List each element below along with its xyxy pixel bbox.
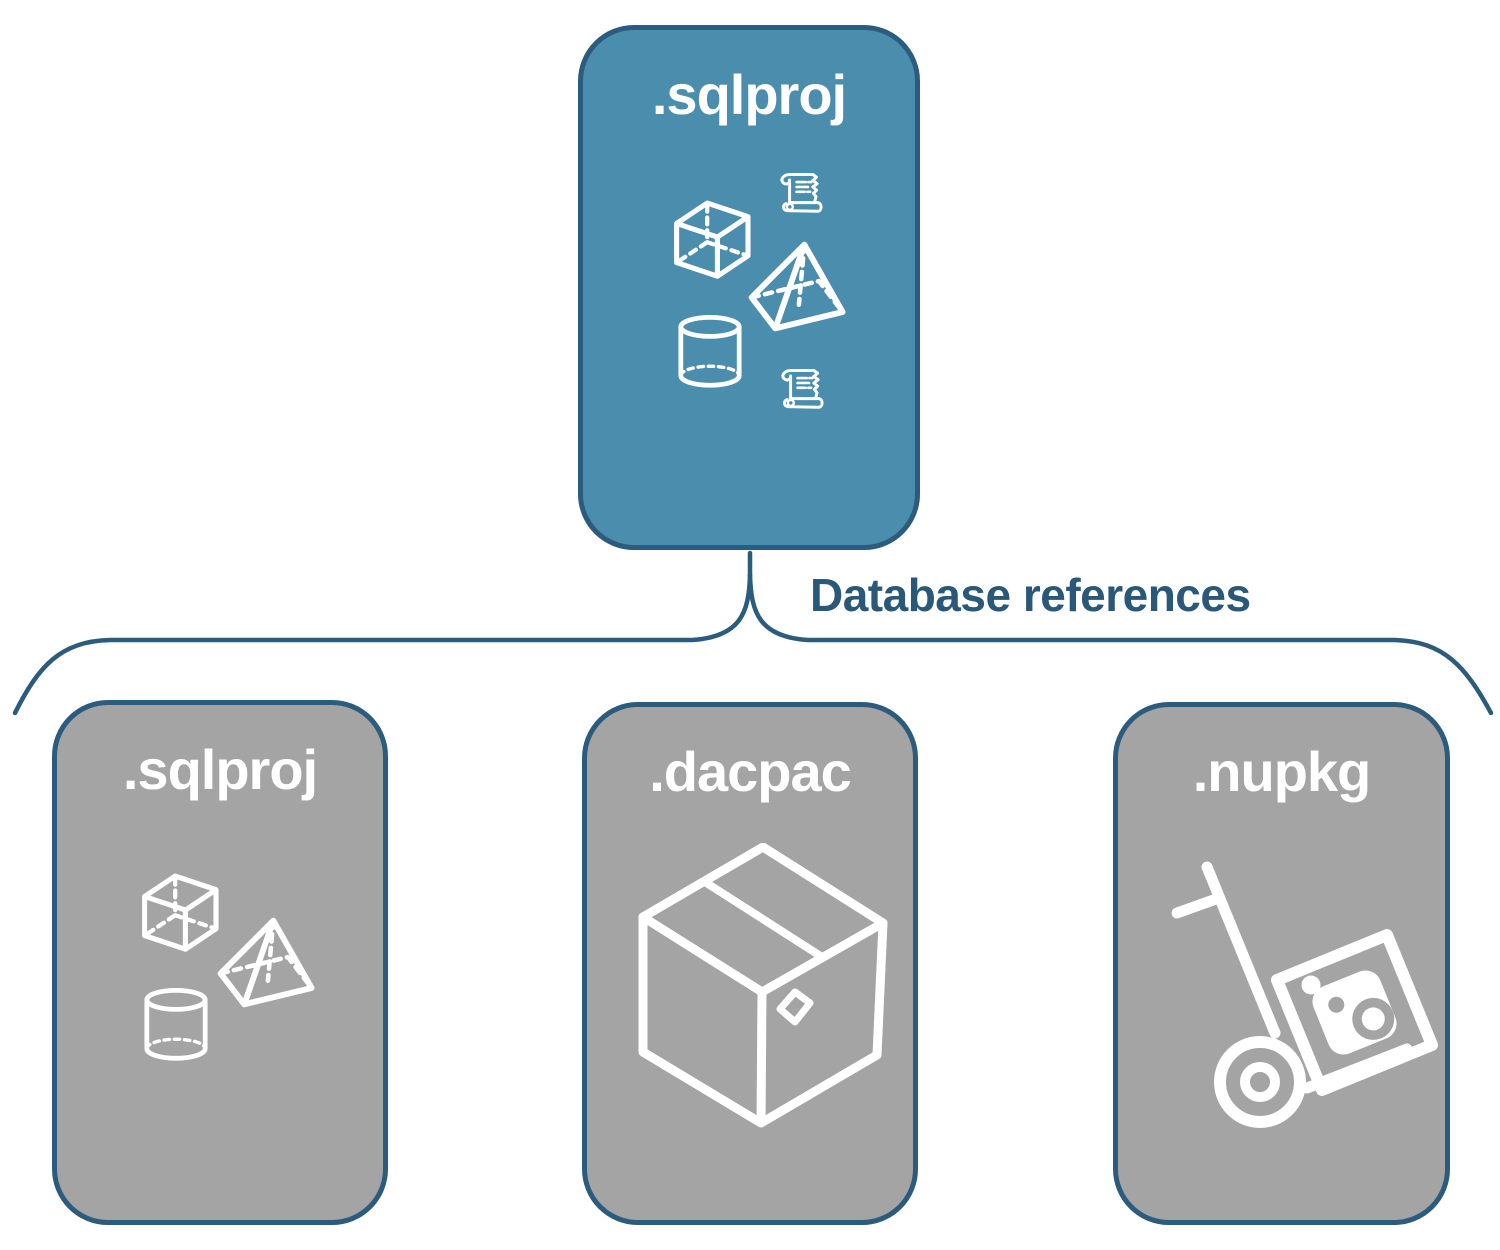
package-box-icon	[638, 843, 888, 1128]
node-child-sqlproj-label: .sqlproj	[122, 738, 318, 801]
cylinder-icon	[676, 314, 744, 390]
node-child-sqlproj: .sqlproj	[52, 700, 388, 1225]
node-root-label: .sqlproj	[651, 63, 847, 126]
node-child-dacpac: .dacpac	[582, 702, 918, 1225]
scroll-icon	[775, 170, 829, 219]
node-child-nupkg: .nupkg	[1113, 702, 1450, 1225]
cube-icon	[673, 198, 755, 283]
node-child-dacpac-label: .dacpac	[649, 740, 852, 803]
pyramid-icon	[748, 241, 848, 332]
node-child-nupkg-label: .nupkg	[1192, 740, 1372, 803]
cylinder-icon	[142, 987, 210, 1063]
connector-label: Database references	[810, 569, 1251, 621]
scroll-icon	[776, 366, 830, 415]
node-root-sqlproj: .sqlproj	[578, 25, 920, 550]
cube-icon	[141, 871, 223, 956]
nuget-hand-truck-icon	[1171, 861, 1438, 1128]
pyramid-icon	[217, 917, 317, 1008]
